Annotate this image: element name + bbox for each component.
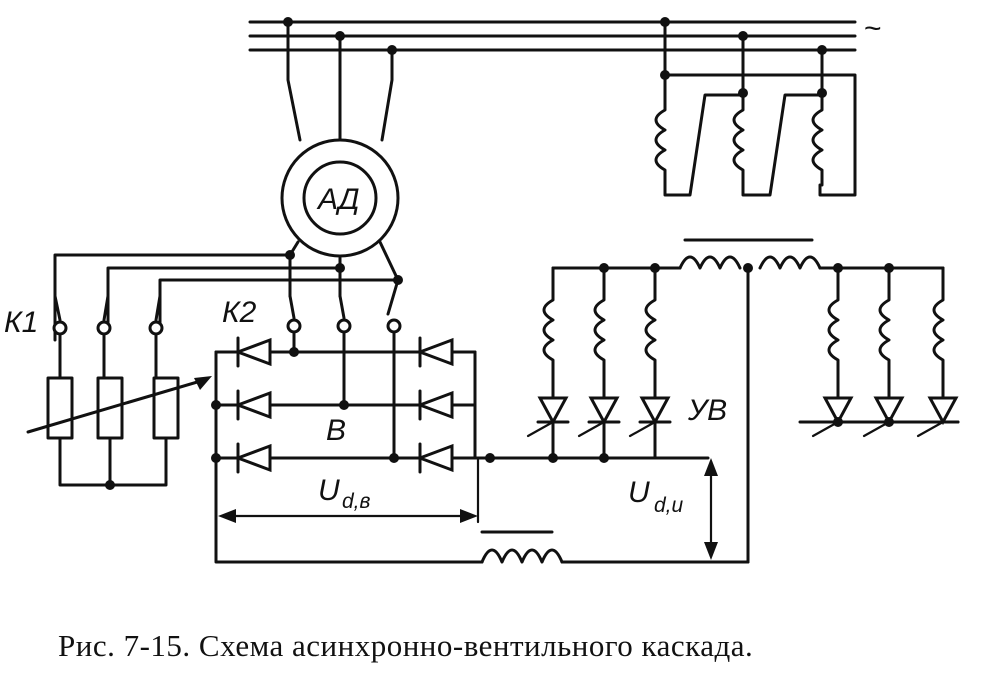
figure-caption: Рис. 7-15. Схема асинхронно-вентильного …: [58, 628, 754, 663]
starting-rheostat: [26, 332, 212, 490]
udv-letter: U: [318, 474, 340, 507]
ud-inverter-voltage: U d,и: [628, 458, 718, 560]
inverter-transformer-primary: [654, 17, 857, 197]
ud-rectifier-voltage: U d,в: [218, 456, 480, 524]
contactor-k1: К1: [4, 294, 164, 339]
inverter-coils: [542, 266, 945, 400]
udi-subscript: d,и: [654, 494, 684, 517]
inverter-secondary-bus: [551, 238, 945, 564]
stator-leads: [283, 17, 397, 152]
k1-label: К1: [4, 306, 38, 339]
udi-letter: U: [628, 476, 650, 509]
motor-label: АД: [316, 183, 359, 216]
k2-label: К2: [222, 296, 257, 329]
thyristor-inverter: УВ: [526, 394, 960, 463]
rectifier-label: В: [326, 414, 346, 447]
inverter-label: УВ: [687, 394, 727, 427]
diode-bridge: В: [211, 330, 477, 522]
dc-link: [214, 453, 750, 564]
induction-motor: АД: [280, 138, 400, 258]
contactor-k2: К2: [222, 253, 402, 334]
supply-bus: ~: [248, 12, 882, 52]
udv-subscript: d,в: [342, 490, 371, 513]
ac-symbol: ~: [864, 12, 882, 45]
